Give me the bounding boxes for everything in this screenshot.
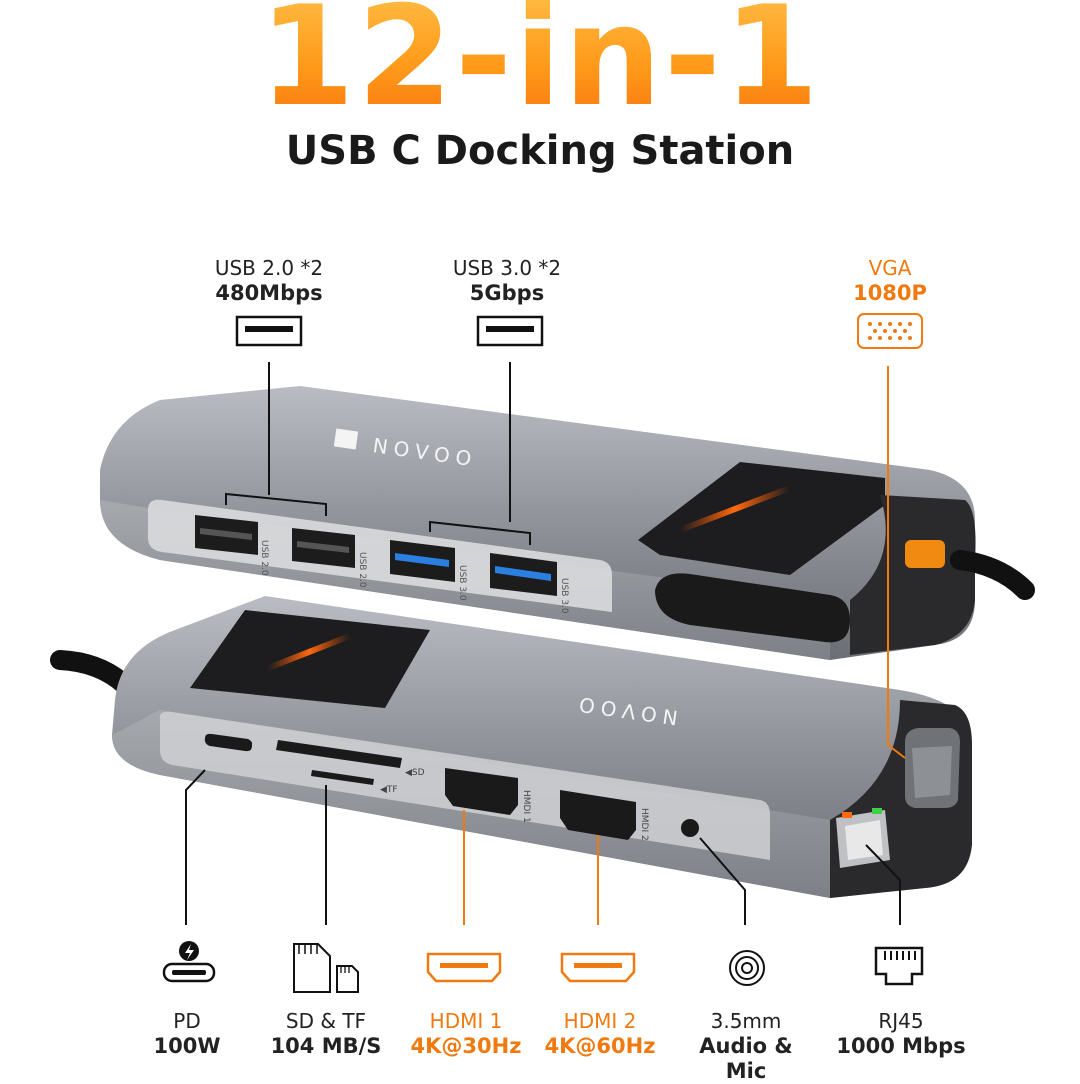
power-delivery-icon <box>162 941 216 983</box>
hdmi-icon <box>426 952 502 983</box>
tf-slot <box>311 770 374 785</box>
svg-text:◀TF: ◀TF <box>380 785 398 795</box>
hdmi-port-2 <box>560 790 636 840</box>
usb3-port-1 <box>390 540 455 582</box>
sd-card-icon <box>293 943 359 993</box>
subtitle: USB C Docking Station <box>285 128 795 174</box>
main-title: 12-in-1 <box>0 0 1080 137</box>
audio-jack-port <box>681 819 699 837</box>
vga-icon <box>857 313 923 349</box>
cable-connector-orange <box>905 540 945 568</box>
hero: 12-in-1 <box>0 0 1080 137</box>
hdmi-port-1 <box>445 768 518 815</box>
bottom-hub-unit: NOVOO ◀SD ◀TF HMDI 1 HMDI 2 <box>112 596 972 898</box>
cable-right <box>950 550 1035 600</box>
top-hub-unit: NOVOO USB 2.0 USB 2.0 USB 3.0 USB 3.0 <box>100 386 976 660</box>
vga-port <box>905 728 960 808</box>
svg-text:HMDI 2: HMDI 2 <box>639 808 649 841</box>
ethernet-icon <box>874 946 924 986</box>
usb3-port-2 <box>490 553 557 596</box>
svg-text:HMDI 1: HMDI 1 <box>521 790 531 823</box>
usb-a-icon <box>476 315 544 347</box>
audio-jack-icon <box>729 950 765 986</box>
usb-a-icon <box>235 315 303 347</box>
rj45-port <box>836 808 890 868</box>
usb2-port-2 <box>292 528 355 568</box>
svg-text:◀SD: ◀SD <box>405 768 425 778</box>
svg-text:USB 3.0: USB 3.0 <box>559 578 569 614</box>
svg-text:USB 3.0: USB 3.0 <box>457 565 467 601</box>
svg-text:USB 2.0: USB 2.0 <box>259 540 269 576</box>
hdmi-icon <box>560 952 636 983</box>
cable-left <box>50 650 135 695</box>
usb2-port-1 <box>195 515 258 555</box>
sd-slot <box>276 740 402 768</box>
svg-text:USB 2.0: USB 2.0 <box>357 552 367 588</box>
usb-c-port <box>204 733 253 752</box>
